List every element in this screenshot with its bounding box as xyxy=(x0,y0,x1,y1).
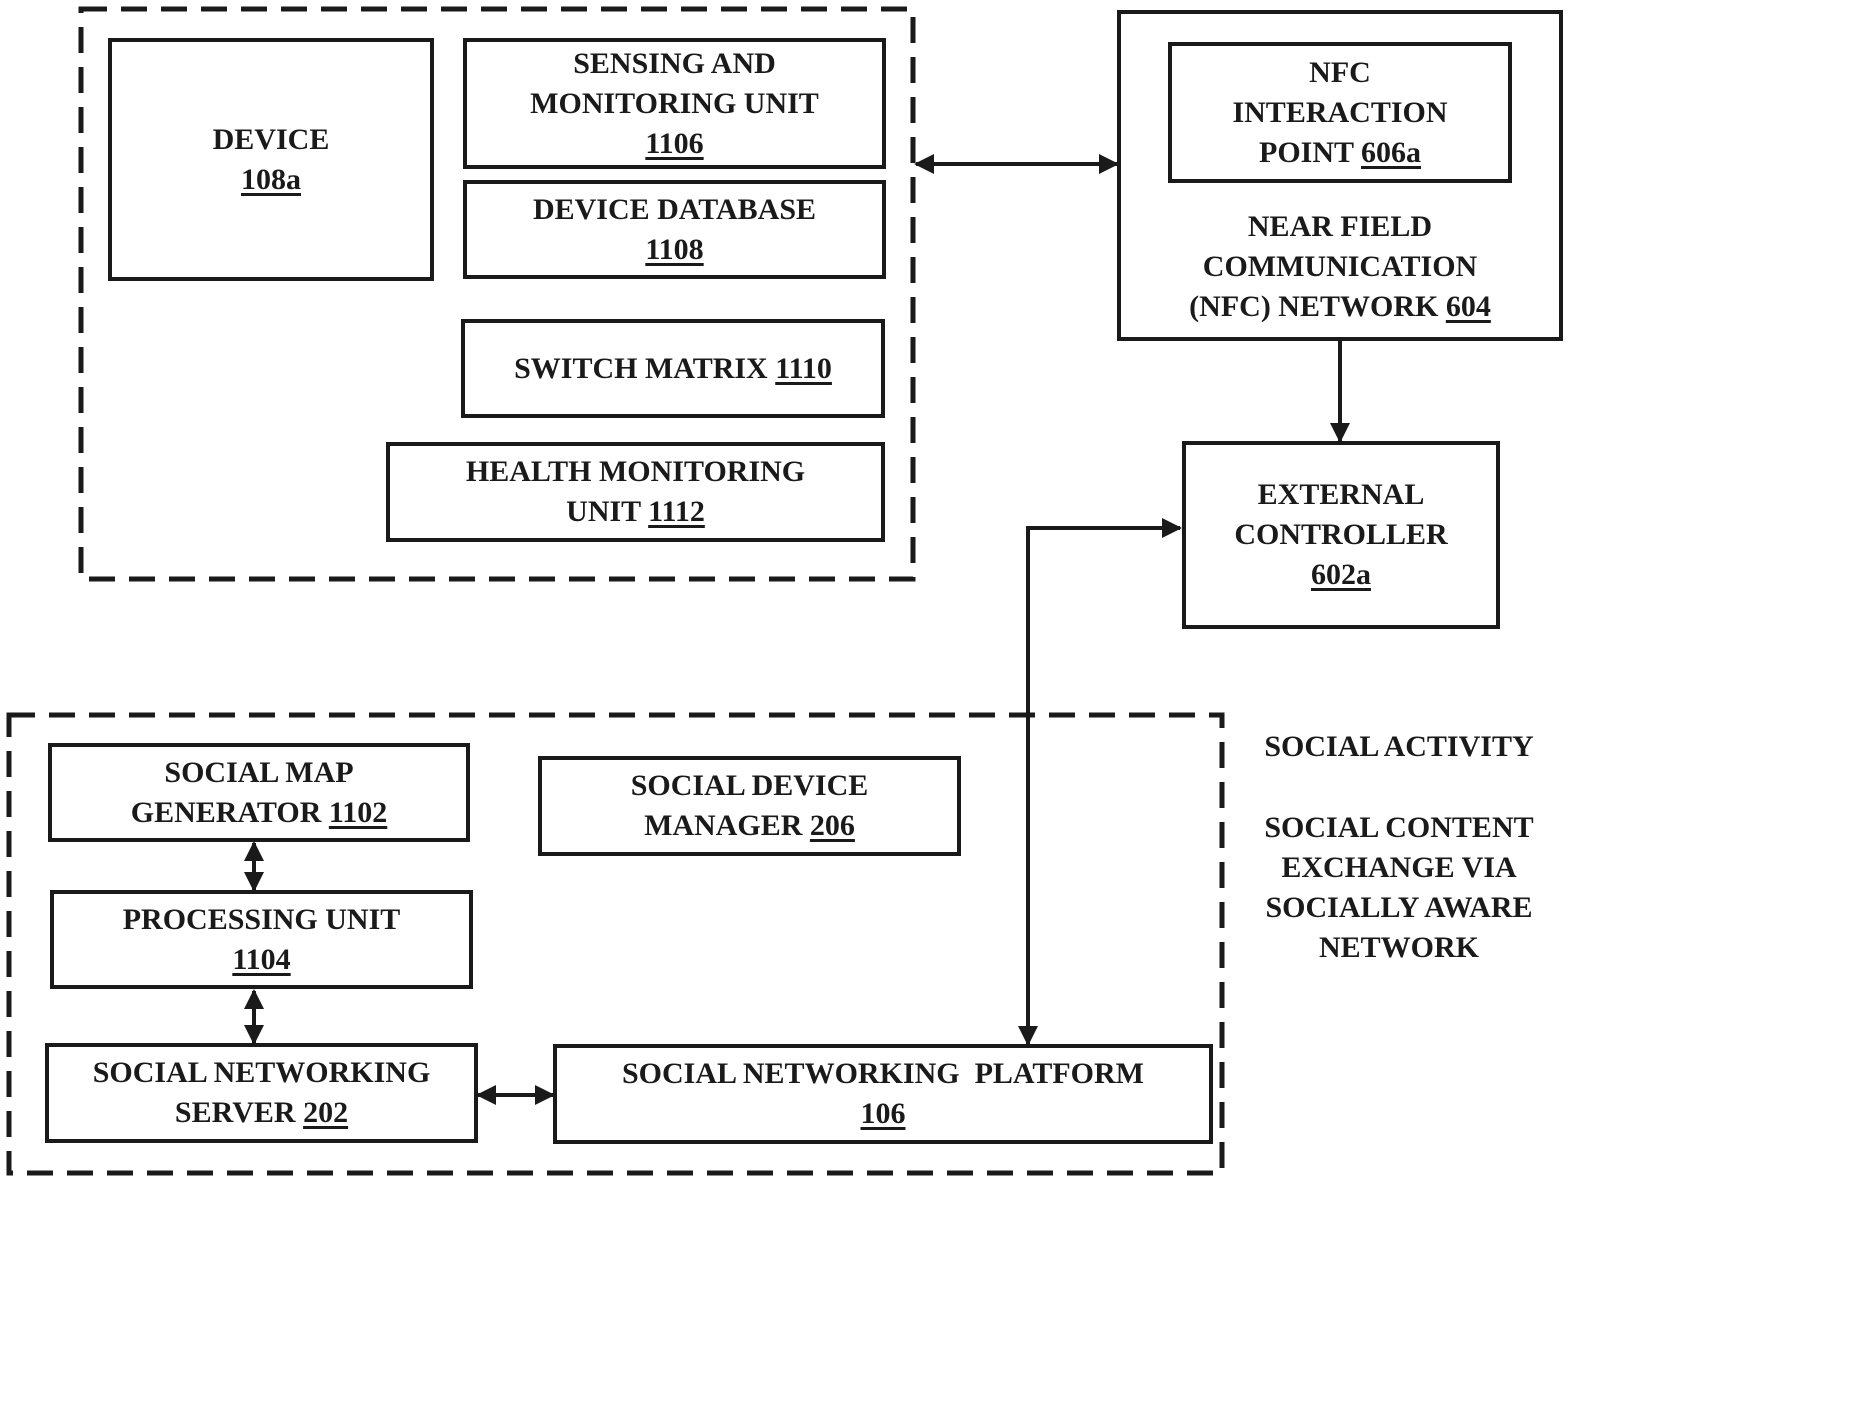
social-group-dashed-border xyxy=(6,712,1225,1176)
social-networking-server-box: SOCIAL NETWORKING SERVER 202 xyxy=(45,1043,478,1143)
social-content-line3: SOCIALLY AWARE xyxy=(1265,891,1533,924)
social-content-line4: NETWORK xyxy=(1318,931,1480,964)
nfc-point-label-line1: NFC xyxy=(1309,55,1371,89)
processing-unit-box: PROCESSING UNIT 1104 xyxy=(50,890,473,989)
nfc-network-label-line3: (NFC) NETWORK 604 xyxy=(1189,287,1491,327)
social-device-manager-label: SOCIAL DEVICE xyxy=(630,769,869,802)
sn-platform-ref: 106 xyxy=(860,1097,906,1130)
switch-matrix-text: SWITCH MATRIX 1110 xyxy=(514,349,832,389)
nfc-point-label-line2: INTERACTION xyxy=(1232,95,1448,129)
external-controller-ref: 602a xyxy=(1311,558,1371,591)
health-monitoring-unit-box: HEALTH MONITORING UNIT 1112 xyxy=(386,442,885,542)
health-ref: 1112 xyxy=(648,495,705,528)
social-map-label-line2: GENERATOR 1102 xyxy=(131,793,387,833)
nfc-network-label-line2: COMMUNICATION xyxy=(1202,250,1478,283)
switch-matrix-ref: 1110 xyxy=(775,351,832,385)
sn-server-prefix: SERVER xyxy=(174,1096,296,1129)
device-group-dashed-border xyxy=(78,6,916,582)
sensing-ref: 1106 xyxy=(645,126,704,160)
social-networking-platform-box: SOCIAL NETWORKING PLATFORM 106 xyxy=(553,1044,1213,1144)
sensing-monitoring-unit-box: SENSING AND MONITORING UNIT 1106 xyxy=(463,38,886,169)
sensing-label-line2: MONITORING UNIT xyxy=(530,86,819,120)
device-box: DEVICE 108a xyxy=(108,38,434,281)
connectors-layer xyxy=(6,6,1350,1176)
nfc-interaction-point-box: NFC INTERACTION POINT 606a xyxy=(1168,42,1512,183)
sn-platform-label: SOCIAL NETWORKING PLATFORM xyxy=(622,1057,1144,1090)
processing-unit-ref: 1104 xyxy=(232,942,291,976)
social-content-line1: SOCIAL CONTENT xyxy=(1264,811,1534,844)
social-map-generator-box: SOCIAL MAP GENERATOR 1102 xyxy=(48,743,470,842)
health-prefix: UNIT xyxy=(566,495,641,528)
social-device-manager-prefix: MANAGER xyxy=(644,809,803,842)
social-map-label: SOCIAL MAP xyxy=(164,755,354,789)
nfc-point-prefix: POINT xyxy=(1259,135,1354,169)
social-map-ref: 1102 xyxy=(328,795,388,829)
sn-server-label: SOCIAL NETWORKING xyxy=(92,1056,431,1089)
processing-unit-label: PROCESSING UNIT xyxy=(122,902,401,936)
device-database-box: DEVICE DATABASE 1108 xyxy=(463,180,886,279)
social-device-manager-label-line2: MANAGER 206 xyxy=(644,806,855,846)
external-controller-label-line2: CONTROLLER xyxy=(1234,518,1448,551)
device-ref: 108a xyxy=(241,162,301,196)
sensing-label-line1: SENSING AND xyxy=(573,46,776,80)
device-database-ref: 1108 xyxy=(645,232,704,266)
social-content-line2: EXCHANGE VIA xyxy=(1281,851,1517,884)
device-label: DEVICE xyxy=(212,122,330,156)
nfc-network-ref: 604 xyxy=(1445,290,1491,323)
external-controller-label-line1: EXTERNAL xyxy=(1257,478,1425,511)
social-device-manager-box: SOCIAL DEVICE MANAGER 206 xyxy=(538,756,961,856)
nfc-point-ref: 606a xyxy=(1360,135,1421,169)
health-label: HEALTH MONITORING xyxy=(465,455,806,488)
nfc-point-label-line3: POINT 606a xyxy=(1259,133,1421,173)
health-label-line2: UNIT 1112 xyxy=(566,492,705,532)
switch-matrix-box: SWITCH MATRIX 1110 xyxy=(461,319,885,418)
nfc-network-prefix: (NFC) NETWORK xyxy=(1189,290,1439,323)
social-map-prefix: GENERATOR xyxy=(130,795,322,829)
external-controller-box: EXTERNAL CONTROLLER 602a xyxy=(1182,441,1500,629)
arrow-controller-to-platform xyxy=(1018,518,1182,1046)
sn-server-ref: 202 xyxy=(303,1096,349,1129)
social-activity-label: SOCIAL ACTIVITY xyxy=(1264,730,1534,763)
social-content-exchange-label: SOCIAL CONTENT EXCHANGE VIA SOCIALLY AWA… xyxy=(1246,808,1552,968)
social-device-manager-ref: 206 xyxy=(809,809,855,842)
device-database-label: DEVICE DATABASE xyxy=(532,192,817,226)
nfc-network-label-line1: NEAR FIELD xyxy=(1247,210,1433,243)
sn-server-label-line2: SERVER 202 xyxy=(175,1093,348,1133)
block-diagram: DEVICE 108a SENSING AND MONITORING UNIT … xyxy=(6,6,1563,1176)
switch-matrix-label: SWITCH MATRIX xyxy=(514,351,768,385)
